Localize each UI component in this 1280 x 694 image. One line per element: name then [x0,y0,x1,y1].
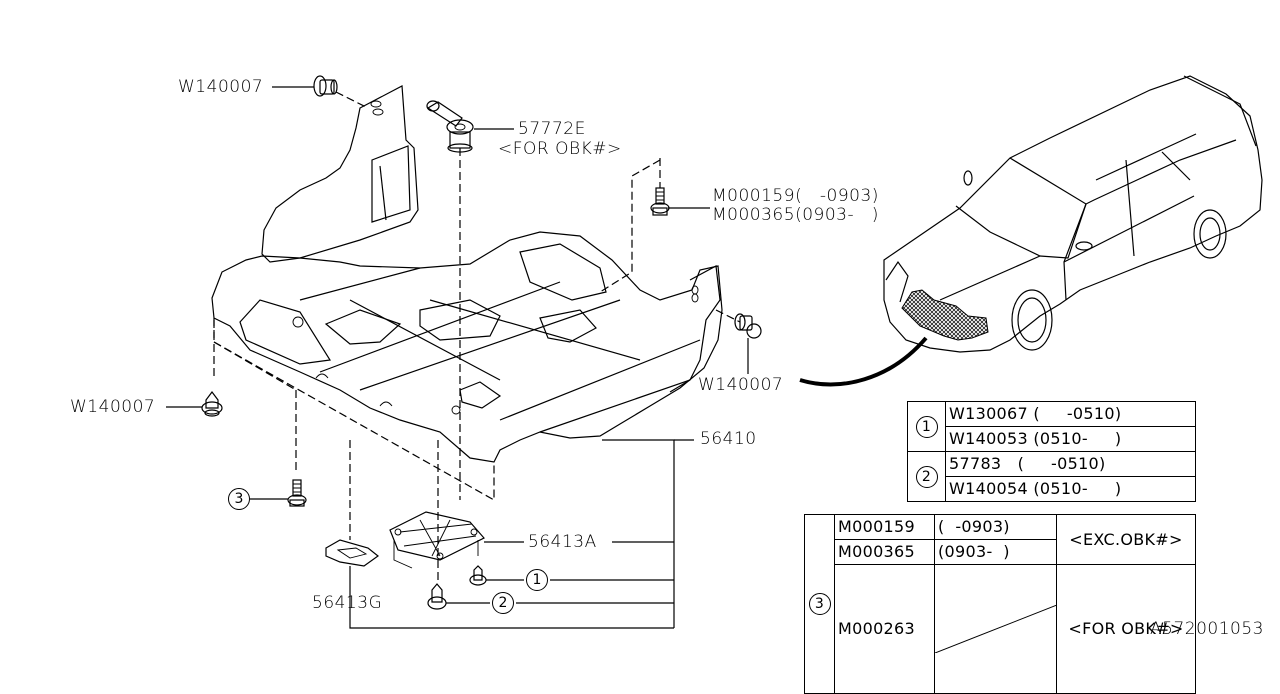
under-cover-location-highlight [901,289,989,341]
projection-line [599,159,661,293]
bolt-m000159 [650,187,670,216]
label-grommet: 57772E [518,119,586,139]
label-clip-right: W140007 [698,375,784,395]
table-row: 3 M000159 ( -0903) <EXC.OBK#> [804,514,1196,694]
part-number: M000159 [834,514,935,540]
reference-table-3: 3 M000159 ( -0903) <EXC.OBK#> M000365 (0… [804,514,1196,694]
applicability-note: <EXC.OBK#> [1056,514,1196,565]
ref-circle-2: 2 [492,592,514,614]
label-cover-plate: 56413A [528,532,597,552]
clip-w140007-top [313,75,338,97]
part-number: 57783 ( -0510) [945,451,1196,477]
part-number: W140053 (0510- ) [945,426,1196,452]
grommet-57772e [426,100,474,153]
table-row: W140054 (0510- ) [908,476,1196,502]
cover-plate-56413a [389,511,485,569]
under-cover-part [211,85,723,502]
bracket-56413g [325,539,379,567]
label-bracket: 56413G [312,593,383,613]
label-bolt-top-1: M000159( -0903) [712,186,879,206]
label-under-cover: 56410 [700,429,757,449]
parts-diagram [166,75,1263,629]
part-number: M000365 [834,539,935,565]
ref-circle: 3 [808,593,831,615]
ref-circle-1: 1 [526,569,548,591]
label-bolt-top-2: M000365(0903- ) [712,205,879,225]
diagonal-strike [935,605,1056,653]
table-row: M000365 (0903- ) [805,539,1196,565]
table-row: W140053 (0510- ) [908,426,1196,452]
table-row: 2 57783 ( -0510) [907,451,1196,502]
part-number: W130067 ( -0510) [945,401,1196,427]
clip-w140007-left [201,391,223,417]
bolt-ref-3 [287,479,307,507]
part-number: M000263 [834,564,935,694]
arrow-to-car [799,336,928,387]
empty-range-cell [934,564,1057,694]
label-clip-left: W140007 [70,397,156,417]
ref-circle: 1 [915,415,938,438]
diagram-code: A572001053 [1150,619,1264,639]
part-number: W140054 (0510- ) [945,476,1196,502]
table-row: 1 W130067 ( -0510) [907,401,1196,452]
ref-circle: 2 [915,465,938,488]
clip-ref-1 [469,565,487,586]
label-grommet-note: <FOR OBK#> [498,139,622,159]
date-range: ( -0903) [934,514,1057,540]
date-range: (0903- ) [934,539,1057,565]
vehicle-illustration [883,75,1263,353]
table-row: M000263 <FOR OBK#> [805,564,1196,694]
label-clip-top-left: W140007 [178,77,264,97]
reference-table-1-2: 1 W130067 ( -0510) W140053 (0510- ) 2 57… [907,401,1196,502]
clip-ref-2 [427,583,447,610]
ref-circle-3: 3 [228,488,250,510]
clip-w140007-right [734,313,762,339]
